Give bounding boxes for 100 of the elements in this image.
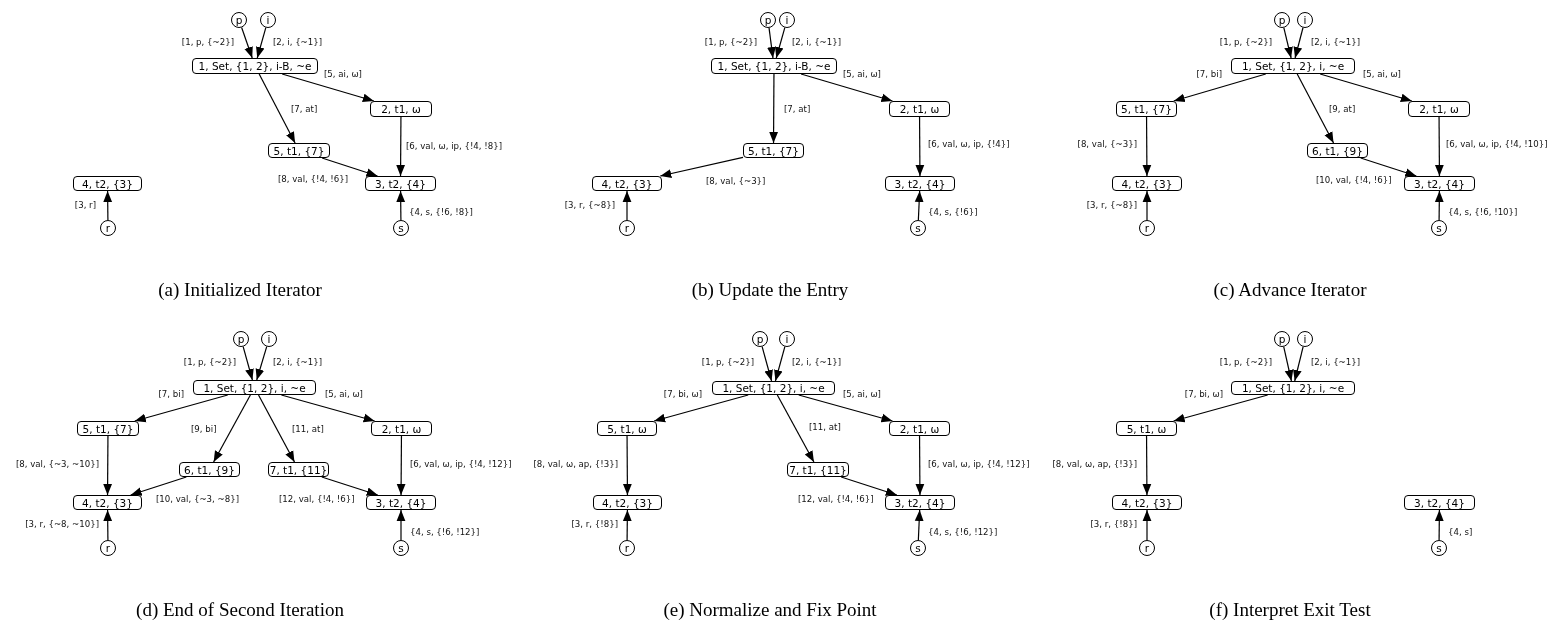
edge-label: {4, s, {!6}] (927, 208, 979, 218)
state-circle: p (760, 12, 776, 28)
edge-label: [7, bi, ω] (662, 390, 703, 400)
edge-label: [5, ai, ω] (324, 390, 364, 400)
edge-label: [12, val, {!4, !6}] (797, 495, 875, 505)
arrow (1142, 116, 1152, 177)
state-box: 1, Set, {1, 2}, i, ~e (193, 380, 316, 395)
edge-label: [5, ai, ω] (323, 70, 363, 80)
edge-label: [6, val, ω, ip, {!4}] (927, 140, 1011, 150)
edge-label: [3, r, {~8}] (1085, 201, 1138, 211)
edge-label: [7, bi, ω] (1183, 390, 1224, 400)
arrow (258, 73, 296, 144)
state-box: 4, t2, {3} (592, 176, 662, 191)
edge-label: {4, s, {!6, !10}] (1447, 208, 1519, 218)
edge-label: {4, s, {!6, !8}] (408, 208, 474, 218)
state-box: 3, t2, {4} (1404, 495, 1475, 510)
state-box: 1, Set, {1, 2}, i-B, ~e (711, 58, 837, 74)
state-box: 3, t2, {4} (885, 495, 955, 510)
arrow (914, 190, 924, 221)
state-box: 7, t1, {11} (268, 462, 329, 477)
state-box: 2, t1, ω (370, 101, 432, 117)
state-box: 5, t1, ω (597, 421, 657, 436)
state-box: 6, t1, {9} (1307, 143, 1368, 158)
edge-label: {4, s, {!6, !12}] (409, 528, 481, 538)
arrow (767, 27, 776, 59)
arrow (396, 435, 406, 496)
edge-label: [5, ai, ω] (1362, 70, 1402, 80)
edge-label: {4, s, {!6, !12}] (927, 528, 999, 538)
arrow (281, 73, 375, 103)
arrow (241, 26, 253, 59)
arrow (396, 116, 405, 177)
edge-label: [1, p, {~2}] (1218, 358, 1273, 368)
state-box: 4, t2, {3} (1112, 495, 1182, 510)
state-box: 5, t1, ω (1116, 421, 1177, 436)
edge-label: [1, p, {~2}] (182, 358, 237, 368)
state-box: 4, t2, {3} (73, 176, 142, 191)
edge-label: [3, r] (73, 201, 97, 211)
arrow (280, 394, 376, 423)
state-circle: s (910, 540, 926, 556)
arrow (1296, 73, 1335, 144)
edge-label: [3, r, {!8}] (1089, 520, 1138, 530)
arrow (653, 394, 749, 423)
arrow (103, 435, 113, 496)
arrow (103, 509, 113, 541)
state-circle: i (779, 331, 795, 347)
subfigure-caption: (c) Advance Iterator (1213, 279, 1367, 301)
arrow (1173, 394, 1269, 423)
state-circle: i (261, 331, 277, 347)
edge-label: [6, val, ω, ip, {!4, !12}] (927, 460, 1031, 470)
arrow (1293, 27, 1304, 59)
state-box: 2, t1, ω (1408, 101, 1470, 117)
subfigure-caption: (b) Update the Entry (691, 279, 849, 301)
state-box: 3, t2, {4} (1404, 176, 1475, 191)
edge-label: {4, s] (1447, 528, 1474, 538)
edge-label: [2, i, {~1}] (1310, 38, 1362, 48)
state-box: 1, Set, {1, 2}, i, ~e (1231, 58, 1355, 74)
state-box: 5, t1, {7} (77, 421, 139, 436)
state-box: 2, t1, ω (889, 421, 950, 436)
state-circle: i (779, 12, 795, 28)
edge-label: [10, val, {~3, ~8}] (155, 495, 241, 505)
edge-label: [1, p, {~2}] (703, 38, 758, 48)
edge-label: [11, at] (808, 423, 842, 433)
arrow (257, 394, 296, 463)
edge-label: [8, val, {~3}] (705, 177, 767, 187)
arrow (914, 509, 924, 541)
arrow (915, 116, 925, 177)
edge-label: [7, bi] (1195, 70, 1223, 80)
arrow (659, 156, 744, 178)
edge-label: [6, val, ω, ip, {!4, !10}] (1445, 140, 1549, 150)
state-box: 6, t1, {9} (179, 462, 240, 477)
state-circle: i (1297, 331, 1313, 347)
arrow (1435, 116, 1444, 177)
edge-label: [8, val, ω, ap, {!3}] (532, 460, 619, 470)
edge-label: [7, bi] (157, 390, 185, 400)
edge-label: [5, ai, ω] (842, 70, 882, 80)
edge-label: [2, i, {~1}] (1310, 358, 1362, 368)
edge-label: [3, r, {~8, ~10}] (24, 520, 100, 530)
state-circle: r (619, 540, 635, 556)
state-box: 3, t2, {4} (885, 176, 955, 191)
state-box: 2, t1, ω (371, 421, 432, 436)
arrow (321, 157, 379, 177)
state-box: 5, t1, {7} (743, 143, 804, 158)
state-circle: p (752, 331, 768, 347)
edge-label: [8, val, ω, ap, {!3}] (1051, 460, 1138, 470)
edge-label: [6, val, ω, ip, {!4, !12}] (409, 460, 513, 470)
edge-label: [1, p, {~2}] (180, 38, 235, 48)
arrow (1434, 509, 1444, 541)
arrow (321, 476, 379, 496)
edge-label: [3, r, {!8}] (570, 520, 619, 530)
edge-label: [7, at] (783, 105, 812, 115)
edge-label: [9, bi] (190, 425, 218, 435)
state-circle: i (260, 12, 276, 28)
edge-label: [2, i, {~1}] (791, 358, 843, 368)
arrow (761, 346, 773, 382)
state-circle: s (910, 220, 926, 236)
arrow (396, 190, 406, 221)
arrow (1142, 509, 1152, 541)
edge-label: [5, ai, ω] (842, 390, 882, 400)
edge-label: [2, i, {~1}] (791, 38, 843, 48)
state-circle: p (1274, 331, 1290, 347)
